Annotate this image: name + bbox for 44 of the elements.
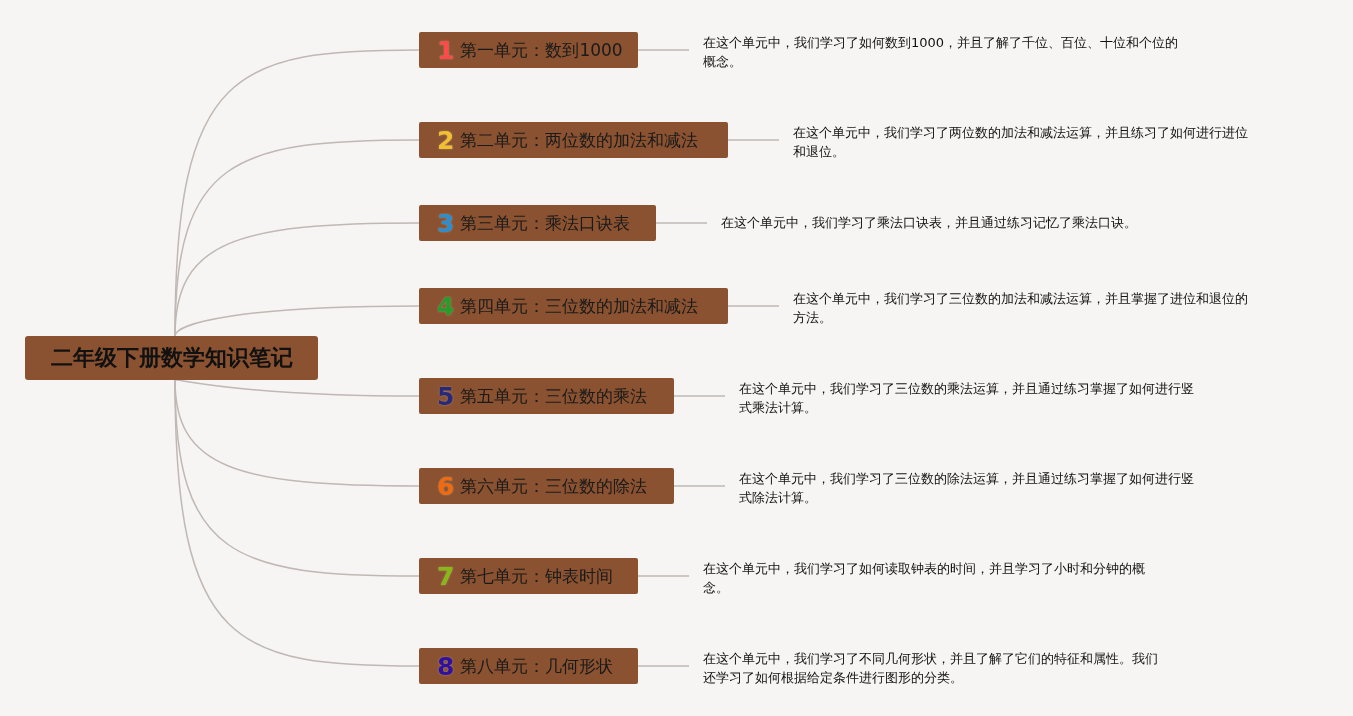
unit-number: 3 xyxy=(437,210,455,236)
unit-title: 第三单元：乘法口诀表 xyxy=(460,211,631,235)
unit-box xyxy=(419,288,728,324)
unit-number: 6 xyxy=(437,473,455,499)
unit-box xyxy=(419,558,638,594)
connector-line xyxy=(727,139,780,141)
connector-line xyxy=(174,379,420,397)
description-text: 在这个单元中，我们学习了三位数的乘法运算，并且通过练习掌握了如何进行竖式乘法计算。 xyxy=(725,379,1201,417)
description-text: 在这个单元中，我们学习了三位数的加法和减法运算，并且掌握了进位和退位的方法。 xyxy=(779,289,1253,327)
unit-box xyxy=(419,32,638,68)
unit-title: 第八单元：几何形状 xyxy=(460,654,614,678)
connector-line xyxy=(673,395,726,397)
connector-line xyxy=(174,222,420,337)
unit-box xyxy=(419,378,674,414)
description-text: 在这个单元中，我们学习了乘法口诀表，并且通过练习记忆了乘法口诀。 xyxy=(707,213,1227,232)
unit-title: 第五单元：三位数的乘法 xyxy=(460,384,648,408)
unit-title: 第六单元：三位数的除法 xyxy=(460,474,648,498)
connector-line xyxy=(655,222,708,224)
description-text: 在这个单元中，我们学习了如何数到1000，并且了解了千位、百位、十位和个位的概念。 xyxy=(689,33,1183,71)
connector-line xyxy=(637,49,690,51)
connector-line xyxy=(174,305,420,337)
unit-box xyxy=(419,468,674,504)
unit-number: 7 xyxy=(437,563,455,589)
unit-number: 5 xyxy=(437,383,455,409)
unit-box xyxy=(419,205,656,241)
description-text: 在这个单元中，我们学习了不同几何形状，并且了解了它们的特征和属性。我们还学习了如何根据给定条件进行图形的分类。 xyxy=(689,649,1165,687)
unit-title: 第四单元：三位数的加法和减法 xyxy=(460,294,699,318)
connector-line xyxy=(727,305,780,307)
description-text: 在这个单元中，我们学习了如何读取钟表的时间，并且学习了小时和分钟的概念。 xyxy=(689,559,1150,597)
unit-number: 1 xyxy=(437,37,455,63)
unit-title: 第七单元：钟表时间 xyxy=(460,564,614,588)
unit-number: 8 xyxy=(437,653,455,679)
unit-number: 4 xyxy=(437,293,455,319)
description-text: 在这个单元中，我们学习了两位数的加法和减法运算，并且练习了如何进行进位和退位。 xyxy=(779,123,1253,161)
central-topic-box: 二年级下册数学知识笔记 xyxy=(25,336,318,380)
unit-number: 2 xyxy=(437,127,455,153)
unit-title: 第一单元：数到1000 xyxy=(460,38,623,62)
unit-box xyxy=(419,122,728,158)
unit-box xyxy=(419,648,638,684)
connector-line xyxy=(673,485,726,487)
connector-line xyxy=(637,575,690,577)
unit-title: 第二单元：两位数的加法和减法 xyxy=(460,128,699,152)
description-text: 在这个单元中，我们学习了三位数的除法运算，并且通过练习掌握了如何进行竖式除法计算。 xyxy=(725,469,1201,507)
connector-line xyxy=(637,665,690,667)
